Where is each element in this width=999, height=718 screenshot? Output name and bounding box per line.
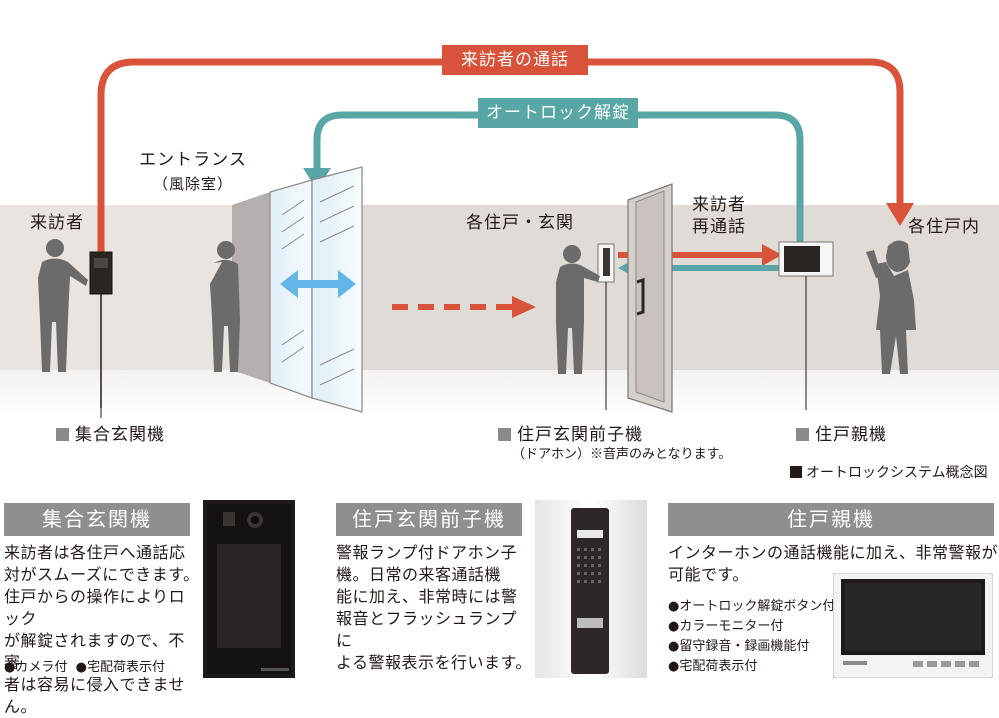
gray-square-icon bbox=[796, 428, 809, 441]
card-master-text: インターホンの通話機能に加え、非常警報が 可能です。 bbox=[668, 543, 999, 584]
card-lobby-features: ●カメラ付 ●宅配荷表示付 bbox=[4, 660, 165, 675]
entrance-label: エントランス （風除室） bbox=[139, 150, 247, 193]
door-unit-photo bbox=[535, 500, 647, 678]
master-unit-label: 住戸親機 bbox=[796, 420, 887, 445]
diagram-caption: オートロックシステム概念図 bbox=[790, 462, 988, 482]
gray-square-icon bbox=[56, 428, 69, 441]
auto-unlock-pill: オートロック解錠 bbox=[478, 98, 638, 128]
inside-label: 各住戸内 bbox=[908, 217, 980, 237]
card-master-title: 住戸親機 bbox=[668, 503, 994, 536]
entrance-door-right bbox=[311, 166, 363, 413]
recall-arrow-red bbox=[618, 244, 782, 266]
autolock-scene bbox=[0, 58, 999, 418]
resident-silhouette-entrance bbox=[210, 241, 240, 372]
visitor-silhouette-door bbox=[556, 245, 600, 374]
visitor-call-arrowhead bbox=[886, 203, 914, 226]
door-slide-arrow bbox=[280, 270, 356, 298]
visitor-label: 来訪者 bbox=[30, 213, 84, 233]
door-handle bbox=[636, 277, 645, 316]
card-door-title: 住戸玄関前子機 bbox=[336, 503, 522, 536]
card-lobby-text: 来訪者は各住戸へ通話応 対がスムーズにできます。 住戸からの操作によりロック が… bbox=[4, 543, 200, 716]
resident-silhouette-inside bbox=[866, 240, 916, 374]
floor bbox=[0, 370, 999, 415]
card-lobby-title: 集合玄関機 bbox=[4, 503, 190, 536]
visitor-call-pill: 来訪者の通話 bbox=[442, 45, 588, 75]
lobby-unit-photo bbox=[203, 500, 295, 678]
master-unit-photo bbox=[833, 573, 993, 678]
card-master-features: ●オートロック解錠ボタン付 ●カラーモニター付 ●留守録音・録画機能付 ●宅配荷… bbox=[668, 599, 836, 674]
door-unit-label: 住戸玄関前子機 bbox=[498, 420, 643, 445]
gray-square-icon bbox=[498, 428, 511, 441]
walk-to-door-arrow bbox=[392, 296, 536, 318]
entry-door-label: 各住戸・玄関 bbox=[466, 213, 574, 233]
card-door-text: 警報ランプ付ドアホン子 機。日常の来客通話機 能に加え、非常時には警 報音とフラ… bbox=[336, 543, 532, 672]
black-square-icon bbox=[790, 466, 802, 478]
visitor-silhouette bbox=[38, 239, 88, 372]
recall-label: 来訪者 再通話 bbox=[692, 195, 746, 237]
entrance-frame-side bbox=[232, 192, 270, 383]
door-unit-note: （ドアホン）※音声のみとなります。 bbox=[512, 447, 732, 462]
lobby-unit-label: 集合玄関機 bbox=[56, 420, 165, 445]
apartment-door-panel bbox=[635, 190, 665, 403]
